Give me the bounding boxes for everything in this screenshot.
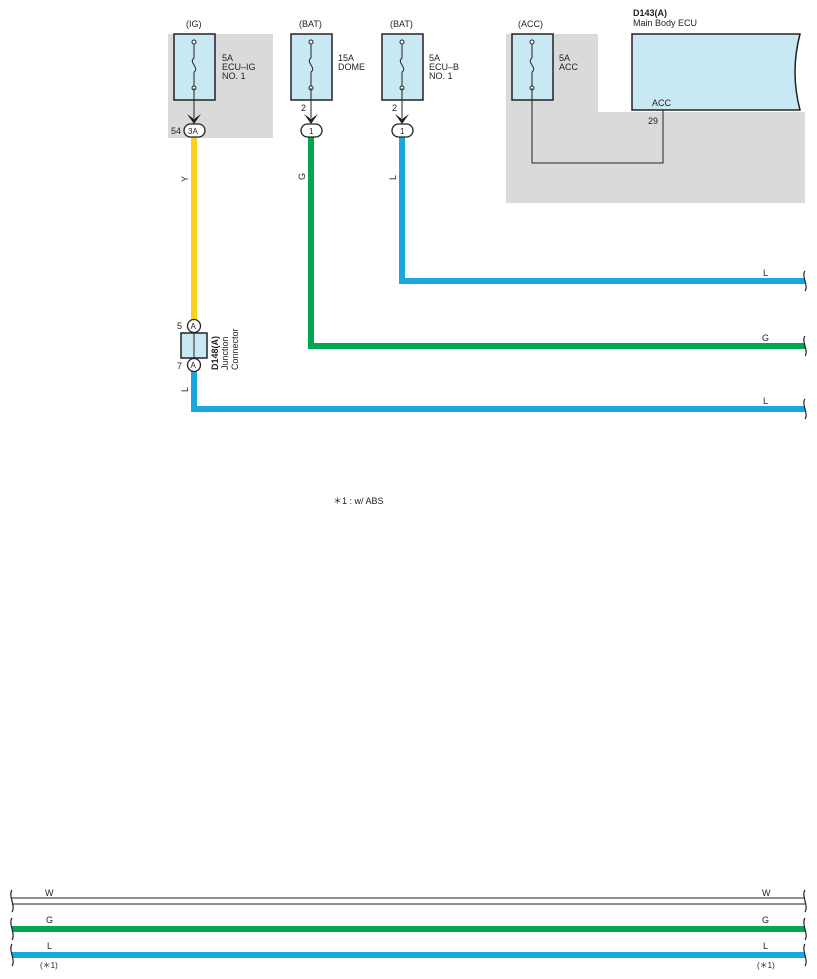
fuse-name-line-1: ACC <box>559 62 579 72</box>
wire-color-label: W <box>762 888 771 898</box>
junction-pin-number: 5 <box>177 321 182 331</box>
junction-pin-number: 7 <box>177 361 182 371</box>
ecu-code: D143(A) <box>633 8 667 18</box>
fuse-source-label: (BAT) <box>299 19 322 29</box>
ecu-terminal-label: ACC <box>652 98 672 108</box>
fuse-rating: 5A <box>222 53 233 63</box>
wire-color-label: W <box>45 888 54 898</box>
fuse-symbol-icon <box>399 42 405 88</box>
junction-pin-circle <box>186 357 202 373</box>
wire-blue <box>399 136 805 284</box>
wire-green <box>308 136 805 349</box>
bottom-wire-blue: L L (＊1) (＊1) <box>12 941 805 970</box>
pin-label: 54 <box>171 126 181 136</box>
wire-note: (＊1) <box>40 961 58 970</box>
fuse-name-line-1: ECU–B <box>429 62 459 72</box>
wire-break-brace-icon <box>803 335 807 357</box>
main-body-ecu-box <box>631 33 801 111</box>
connector-oval <box>300 123 323 138</box>
acc-internal-wire <box>531 88 664 164</box>
wire-color-label: L <box>763 941 768 951</box>
fuse-source-label: (BAT) <box>390 19 413 29</box>
connector-label: 1 <box>309 127 314 136</box>
fuse-terminal-icon <box>529 39 535 45</box>
fuse-dome: (BAT) 15A DOME <box>290 19 365 101</box>
wire-break-brace-icon <box>10 943 14 967</box>
wire-note: (＊1) <box>757 961 775 970</box>
fuse-symbol-icon <box>529 42 535 88</box>
wire-break-brace-icon <box>803 889 807 913</box>
fuse-name-line-1: ECU–IG <box>222 62 256 72</box>
fuse-name-line-2: NO. 1 <box>429 71 453 81</box>
fuse-name-line-1: DOME <box>338 62 365 72</box>
connector-label: 3A <box>188 127 198 136</box>
fuse-name-line-2: NO. 1 <box>222 71 246 81</box>
wire-color-label: L <box>388 175 398 180</box>
wire-color-label: L <box>180 387 190 392</box>
fuse-rating: 15A <box>338 53 354 63</box>
pin-label: 2 <box>301 103 306 113</box>
ecu-name: Main Body ECU <box>633 18 697 28</box>
wire-color-label: L <box>763 268 768 278</box>
wire-break-brace-icon <box>803 270 807 292</box>
connector-label: 1 <box>400 127 405 136</box>
fuse-symbol-icon <box>191 42 197 88</box>
fuse-ecu-b: (BAT) 5A ECU–B NO. 1 <box>381 19 459 101</box>
junction-code: D148(A) <box>210 336 220 370</box>
footnote: ＊1 : w/ ABS <box>333 496 384 506</box>
junction-connector: A 5 A 7 D148(A) Junction Connector <box>177 318 240 373</box>
junction-name-line-2: Connector <box>230 328 240 370</box>
fuse-terminal-icon <box>399 39 405 45</box>
acc-shade-area <box>506 34 805 203</box>
wire-break-brace-icon <box>803 917 807 941</box>
ecu-pin-label: 29 <box>648 116 658 126</box>
wire-break-brace-icon <box>803 398 807 420</box>
wire-color-label: L <box>763 396 768 406</box>
fuse-rating: 5A <box>559 53 570 63</box>
fuse-source-label: (IG) <box>186 19 202 29</box>
wire-color-label: Y <box>180 176 190 182</box>
connector-oval <box>183 123 206 138</box>
wire-break-brace-icon <box>10 889 14 913</box>
fuse-rating: 5A <box>429 53 440 63</box>
wire-color-label: L <box>47 941 52 951</box>
connector-arrow-icon <box>304 114 318 124</box>
fuse-symbol-icon <box>308 42 314 88</box>
wire-color-label: G <box>297 173 307 180</box>
fuse-terminal-icon <box>308 39 314 45</box>
connector-arrow-icon <box>395 114 409 124</box>
bottom-wire-green: G G <box>12 915 805 932</box>
wire-color-label: G <box>762 333 769 343</box>
wire-break-brace-icon <box>10 917 14 941</box>
connector-arrow-icon <box>187 114 201 124</box>
wire-color-label: G <box>46 915 53 925</box>
fuse-source-label: (ACC) <box>518 19 543 29</box>
connector-oval <box>391 123 414 138</box>
junction-name-line-1: Junction <box>220 336 230 370</box>
wire-color-label: G <box>762 915 769 925</box>
junction-pin-letter: A <box>191 322 197 331</box>
bottom-wire-white: W W <box>12 888 805 905</box>
pin-label: 2 <box>392 103 397 113</box>
wire-blue <box>191 370 805 412</box>
wire-break-brace-icon <box>803 943 807 967</box>
fuse-terminal-icon <box>191 39 197 45</box>
junction-pin-letter: A <box>191 361 197 370</box>
